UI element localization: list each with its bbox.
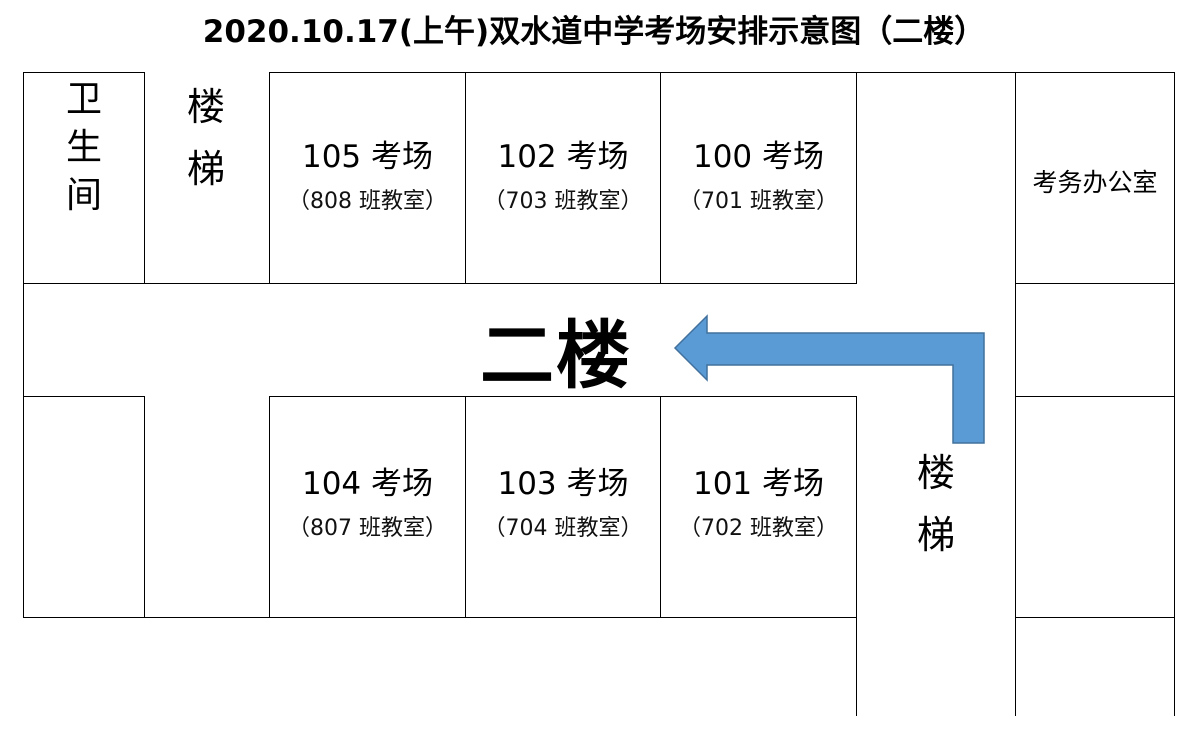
- left-room-bottom-border: [23, 617, 269, 618]
- top-rooms-bottom-border: [23, 283, 857, 284]
- room-classroom: （807 班教室）: [288, 516, 447, 541]
- restroom-label: 卫 生 间: [65, 79, 102, 216]
- right-stairs-label: 楼 梯: [916, 451, 955, 557]
- restroom-top-border: [23, 72, 145, 73]
- exam-room-101: 101 考场 （702 班教室）: [661, 464, 856, 544]
- room-classroom: （808 班教室）: [288, 189, 447, 214]
- exam-office-label: 考务办公室: [1032, 168, 1158, 197]
- room-name: 101 考场: [692, 466, 825, 502]
- office-top-border: [1015, 72, 1175, 73]
- left-room-left-border: [23, 396, 24, 617]
- bottom-rooms-top-border: [269, 396, 857, 397]
- exam-room-102: 102 考场 （703 班教室）: [466, 137, 660, 217]
- floor-label: 二楼: [480, 313, 632, 399]
- room-name: 103 考场: [497, 466, 629, 502]
- bottom-rooms-bottom-border: [269, 617, 857, 618]
- corridor-left-wall: [23, 283, 24, 396]
- exam-room-105: 105 考场 （808 班教室）: [270, 137, 465, 217]
- bottom-room-divider: [269, 396, 270, 617]
- top-room-divider: [856, 72, 857, 283]
- stairwell-left-wall: [856, 396, 857, 716]
- top-room-divider: [269, 72, 270, 283]
- top-room-divider: [465, 72, 466, 283]
- page-title: 2020.10.17(上午)双水道中学考场安排示意图（二楼）: [202, 14, 986, 50]
- room-name: 105 考场: [301, 139, 434, 175]
- room-classroom: （703 班教室）: [483, 189, 643, 214]
- room-classroom: （704 班教室）: [483, 516, 643, 541]
- exam-room-103: 103 考场 （704 班教室）: [466, 464, 660, 544]
- corridor-wall: [23, 396, 145, 397]
- left-stairs-label: 楼 梯: [186, 85, 225, 191]
- right-column-left-wall: [1015, 72, 1016, 716]
- bottom-room-divider: [660, 396, 661, 617]
- exam-room-100: 100 考场 （701 班教室）: [661, 137, 856, 217]
- exam-room-104: 104 考场 （807 班教室）: [270, 464, 465, 544]
- restroom-right-border: [144, 72, 145, 283]
- right-room-divider: [1015, 283, 1175, 284]
- restroom-left-border: [23, 72, 24, 283]
- right-stair-top-border: [857, 72, 1016, 73]
- right-column-right-wall: [1174, 72, 1175, 716]
- left-room-right-border: [144, 396, 145, 617]
- room-classroom: （701 班教室）: [679, 189, 838, 214]
- top-rooms-top-border: [269, 72, 857, 73]
- right-room-divider: [1015, 617, 1175, 618]
- right-room-divider: [1015, 396, 1175, 397]
- room-name: 104 考场: [301, 466, 434, 502]
- top-room-divider: [660, 72, 661, 283]
- room-classroom: （702 班教室）: [679, 516, 838, 541]
- room-name: 100 考场: [692, 139, 825, 175]
- bottom-room-divider: [465, 396, 466, 617]
- room-name: 102 考场: [497, 139, 629, 175]
